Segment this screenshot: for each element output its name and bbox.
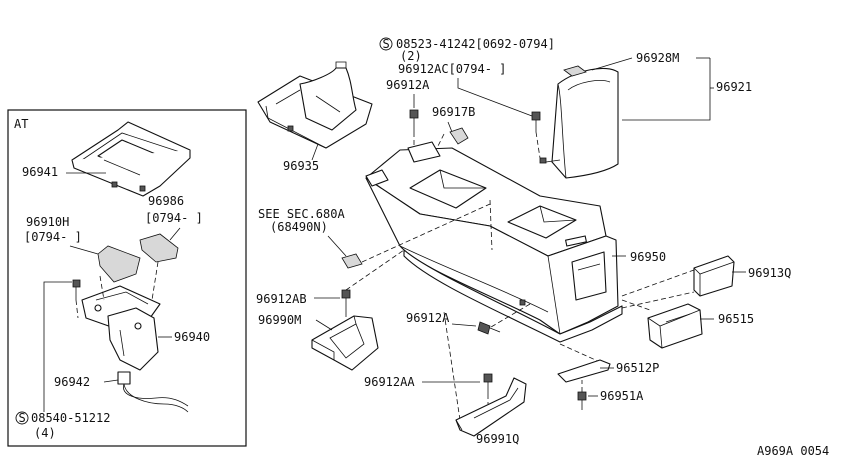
label-96515: 96515 [718, 312, 754, 326]
label-96990m: 96990M [258, 313, 301, 327]
screw-96951a-icon [577, 391, 587, 410]
label-96913q: 96913Q [748, 266, 791, 280]
at-inset: AT 96941 96986 [0794- ] 96910H [0794- ] [7, 109, 247, 447]
part-96986-cover [139, 233, 179, 263]
label-see-sec-ref: (68490N) [270, 220, 328, 234]
inset-title: AT [14, 117, 28, 131]
part-96950-console-box [365, 141, 623, 343]
label-96928m: 96928M [636, 51, 679, 65]
label-96921: 96921 [716, 80, 752, 94]
part-96910h-cover [97, 245, 141, 283]
label-96917b: 96917B [432, 105, 475, 119]
label-96910h-range: [0794- ] [24, 230, 82, 244]
part-96940-shift-bracket [81, 285, 161, 371]
s-symbol-text-top: S [383, 37, 390, 51]
s-symbol-text: S [19, 411, 26, 425]
part-96928m-emblem [563, 65, 587, 77]
label-96912a-top: 96912A [386, 78, 430, 92]
screw-s-symbol-icon: S [15, 411, 29, 425]
label-see-sec-680a: SEE SEC.680A [258, 207, 345, 221]
label-08540-qty: (4) [34, 426, 56, 440]
part-96921-armrest-lid [539, 67, 619, 179]
bolt-icon-mid [477, 321, 501, 335]
bolt-icon-top [409, 109, 419, 132]
part-96515-ashtray [647, 303, 703, 349]
label-96912ab: 96912AB [256, 292, 307, 306]
label-96991q: 96991Q [476, 432, 519, 446]
label-96942: 96942 [54, 375, 90, 389]
label-96910h: 96910H [26, 215, 69, 229]
bolt-icon [72, 279, 81, 300]
label-96951a: 96951A [600, 389, 644, 403]
label-96912aa: 96912AA [364, 375, 415, 389]
bolt-icon-armrest [531, 111, 541, 132]
label-96512p: 96512P [616, 361, 659, 375]
part-68490n-pad [341, 253, 363, 269]
diagram-code: A969A 0054 [757, 444, 829, 458]
label-96986: 96986 [148, 194, 184, 208]
part-96941-shift-bezel [71, 121, 191, 197]
label-96950: 96950 [630, 250, 666, 264]
part-96942-switch [117, 371, 189, 413]
label-08523-qty: (2) [400, 49, 422, 63]
label-08523-41242: 08523-41242[0692-0794] [396, 37, 555, 51]
label-96986-range: [0794- ] [145, 211, 203, 225]
label-96935: 96935 [283, 159, 319, 173]
bolt-icon-96912ab [341, 289, 351, 312]
label-96941: 96941 [22, 165, 58, 179]
bolt-icon-96912aa [483, 373, 493, 394]
label-96940: 96940 [174, 330, 210, 344]
part-96917b-clip [449, 127, 469, 145]
part-96990m-bracket [311, 315, 379, 371]
label-96912a-mid: 96912A [406, 311, 450, 325]
label-96912ac: 96912AC[0794- ] [398, 62, 506, 76]
part-96935-shift-boot [257, 61, 373, 149]
label-08540-51212: 08540-51212 [31, 411, 110, 425]
screw-s-symbol-icon-top: S [379, 37, 393, 51]
inset-frame [7, 109, 247, 447]
part-96913q-pocket-lid [693, 255, 735, 297]
part-96991q-bracket [455, 377, 527, 437]
part-96512p-bracket [557, 359, 611, 383]
